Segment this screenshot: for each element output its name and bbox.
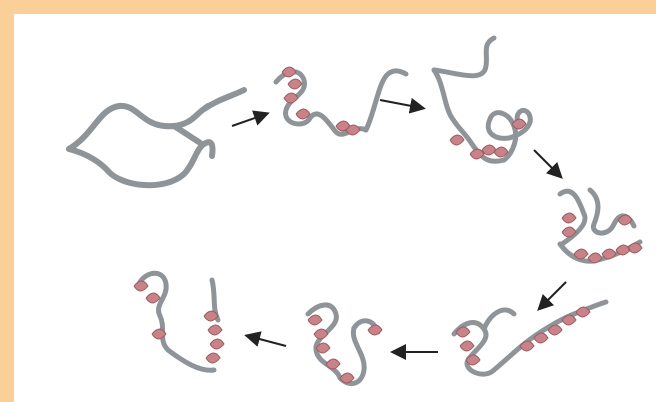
helix-segment — [561, 212, 643, 264]
stage-1-unfolded-chain — [66, 87, 247, 189]
arrow-6-to-7 — [244, 331, 287, 347]
folding-pathway-diagram — [66, 35, 643, 387]
stage-3-partial-helix — [431, 35, 533, 164]
arrow-4-to-5 — [537, 281, 567, 311]
helix-segment — [455, 306, 591, 366]
stage-2-early-helix — [273, 66, 409, 137]
arrow-3-to-4 — [533, 149, 563, 179]
helix-segment — [133, 280, 225, 364]
arrow-2-to-3 — [379, 97, 426, 114]
helix-segment — [449, 118, 527, 160]
stage-5-extended-helix — [451, 299, 609, 377]
pathway-arrows — [231, 97, 567, 360]
helix-segment — [307, 314, 383, 384]
arrow-1-to-2 — [231, 110, 270, 127]
stage-4-helix-growth — [557, 187, 643, 264]
figure-panel — [14, 14, 656, 402]
stage-6-compacting-intermediate — [305, 302, 383, 387]
helix-segment — [281, 66, 361, 136]
stage-7-folded-state — [133, 270, 225, 373]
